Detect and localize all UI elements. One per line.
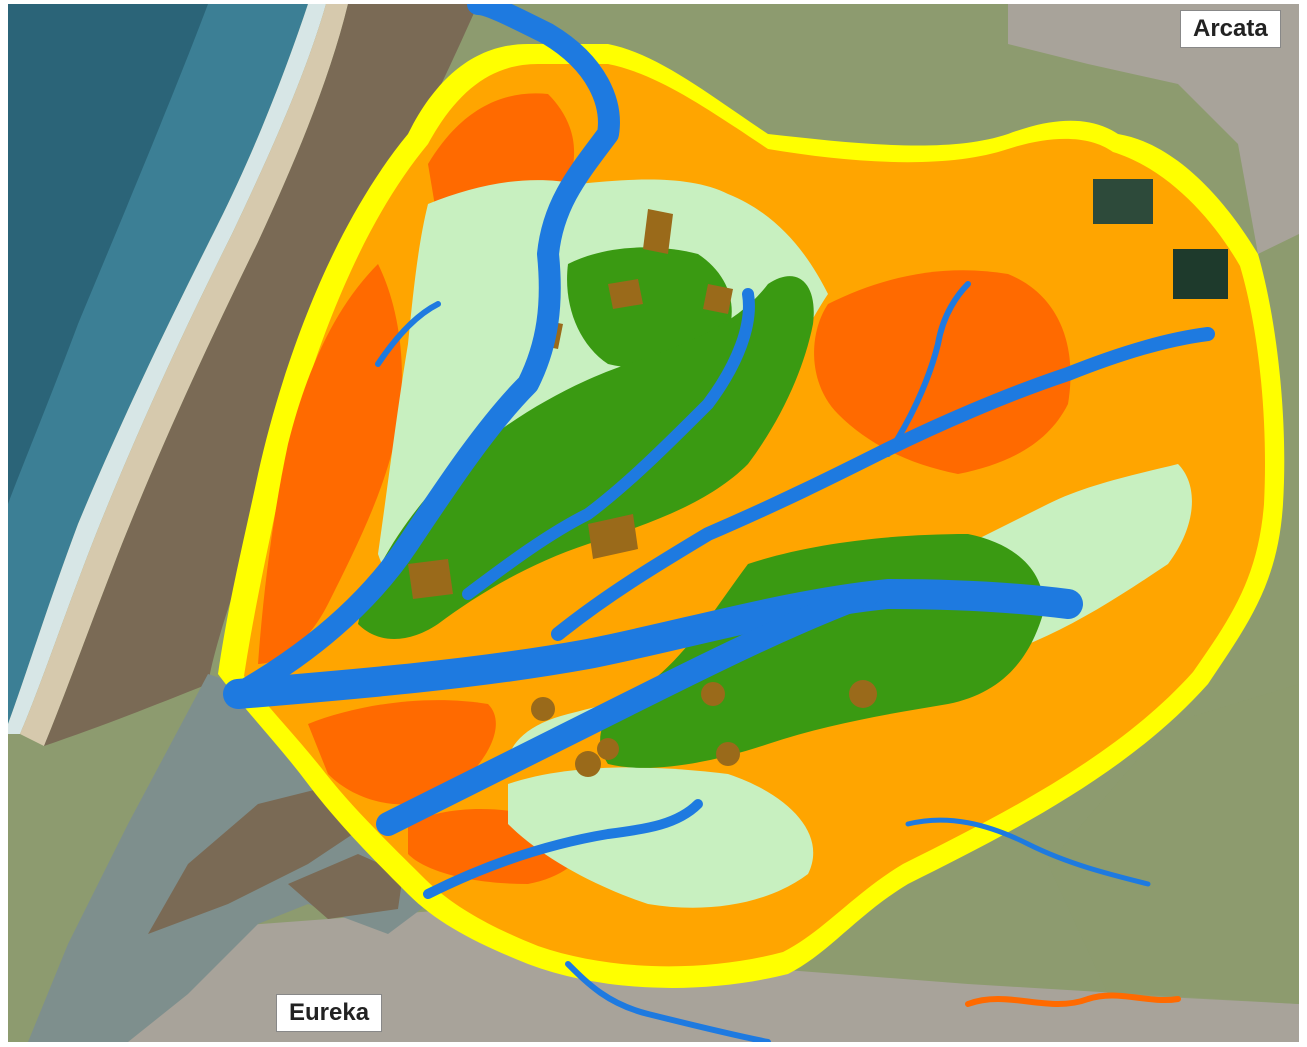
- habitat-high-marsh-south: [308, 700, 496, 805]
- place-label-arcata: Arcata: [1180, 10, 1281, 48]
- main-channel-central: [223, 579, 1083, 709]
- habitat-eelgrass-north: [567, 247, 732, 368]
- channel-east-branch: [551, 327, 1215, 641]
- urban-area-arcata: [1008, 4, 1299, 254]
- river-outlet-southeast: [965, 992, 1181, 1007]
- oyster-bed: [588, 514, 638, 559]
- oyster-bed: [608, 279, 643, 309]
- bay-habitat-map: Arcata Eureka: [8, 4, 1299, 1042]
- habitat-mudflat-south: [508, 767, 814, 908]
- place-label-eureka: Eureka: [276, 994, 383, 1032]
- oyster-bed: [643, 209, 673, 254]
- oyster-bed: [701, 682, 725, 706]
- channel-south-branch: [423, 799, 703, 899]
- oyster-bed: [531, 697, 555, 721]
- oyster-bed: [575, 751, 601, 777]
- main-channel-south: [376, 582, 880, 836]
- habitat-high-marsh-west: [258, 264, 402, 664]
- treatment-pond: [1093, 179, 1153, 224]
- tidal-creek: [905, 817, 1151, 887]
- beach: [20, 4, 348, 746]
- map-canvas: [8, 4, 1299, 1042]
- entrance-island-east: [288, 854, 403, 919]
- entrance-island: [148, 784, 368, 934]
- tidal-creek: [885, 281, 971, 457]
- habitat-eelgrass-central: [358, 276, 814, 639]
- oyster-bed: [716, 742, 740, 766]
- ocean-deep: [8, 4, 208, 504]
- farmland-southeast: [1048, 684, 1299, 1004]
- tidal-creek-south: [565, 961, 771, 1042]
- oyster-bed: [408, 559, 453, 599]
- channel-mid-branch: [462, 288, 755, 600]
- treatment-pond: [1173, 249, 1228, 299]
- habitat-high-marsh-east: [814, 270, 1071, 474]
- subtidal-channel-network: [223, 4, 1215, 1042]
- oyster-bed: [597, 738, 619, 760]
- main-channel-north: [227, 4, 620, 705]
- oyster-bed: [703, 284, 733, 314]
- oyster-bed: [849, 680, 877, 708]
- tidal-creek: [375, 301, 441, 367]
